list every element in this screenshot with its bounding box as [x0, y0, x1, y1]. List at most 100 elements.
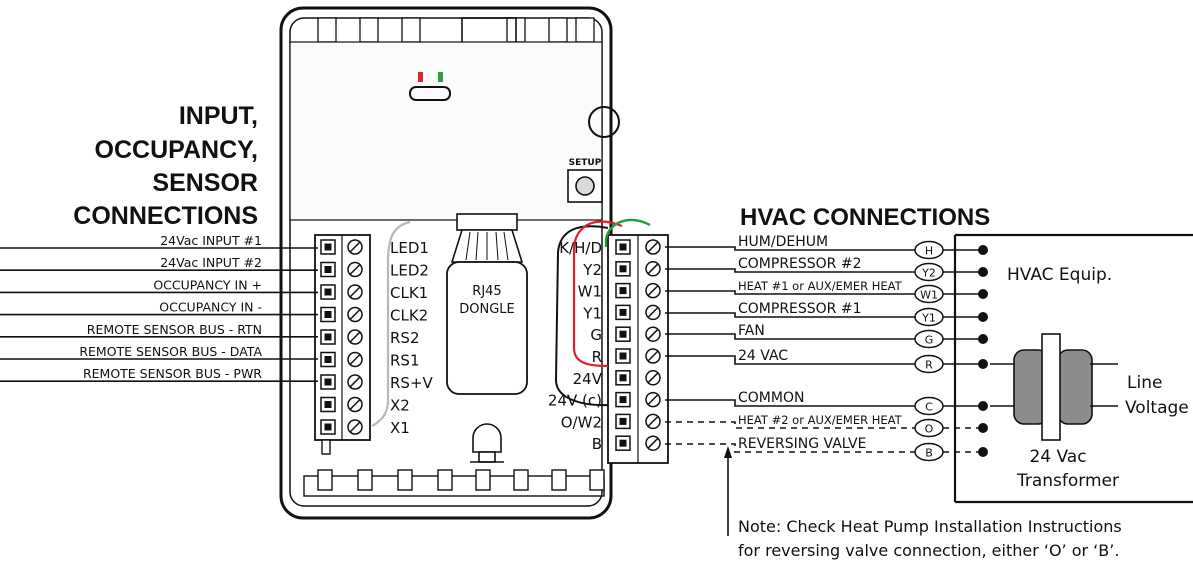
right-wire: [665, 355, 915, 365]
wire-code-label: R: [925, 359, 933, 372]
screw-slot: [349, 241, 361, 253]
left-heading-line: OCCUPANCY,: [95, 136, 258, 164]
left-terminal-strip: [314, 234, 371, 441]
note: Note: Check Heat Pump Installation Instr…: [724, 446, 1122, 560]
screw-slot: [349, 286, 361, 298]
wire-code-badge: [914, 329, 944, 349]
wire-code-badge: [914, 240, 944, 260]
screw-slot: [349, 331, 361, 343]
screw-slot: [349, 421, 361, 433]
left-terminal-label: X1: [390, 419, 410, 437]
wire-code-label: O: [925, 423, 934, 436]
bottom-latch: [470, 423, 504, 463]
note-line: Note: Check Heat Pump Installation Instr…: [738, 517, 1122, 536]
round-button: [588, 106, 620, 138]
left-heading-line: INPUT,: [179, 102, 258, 130]
left-terminal-label: LED2: [390, 262, 429, 280]
setup-button-knob: [575, 176, 595, 196]
right-wire-label: COMPRESSOR #1: [738, 301, 862, 317]
screw-slot: [349, 398, 361, 411]
left-wire-label: OCCUPANCY IN +: [153, 277, 262, 292]
transformer-label-line: 24 Vac: [1029, 447, 1086, 467]
right-terminal-label: 24V (c): [548, 392, 602, 410]
wire-code-label: G: [925, 334, 934, 347]
right-wire-label: HEAT #1 or AUX/EMER HEAT: [738, 279, 903, 293]
dongle-label-line: DONGLE: [459, 302, 515, 317]
terminal-block-core: [619, 417, 627, 425]
terminal-block-core: [324, 333, 332, 341]
terminal-block-core: [324, 423, 332, 431]
right-wire-label: HEAT #2 or AUX/EMER HEAT: [738, 413, 903, 427]
left-terminal-label: RS+V: [390, 374, 434, 392]
thermostat-base: SETUP RJ45 DON: [279, 6, 669, 520]
hvac-equip-label: HVAC Equip.: [1007, 265, 1112, 285]
terminal-block-core: [619, 243, 627, 251]
right-terminal-label: W1: [578, 283, 602, 301]
transformer-label-line: Transformer: [1016, 471, 1119, 491]
right-terminal-label: Y1: [582, 304, 602, 322]
wire-code-badge: [914, 307, 944, 327]
terminal-block-core: [619, 265, 627, 273]
screw-slot: [647, 263, 659, 275]
right-wire: [665, 312, 915, 318]
left-terminal-label: RS1: [390, 352, 420, 370]
screw-slot: [349, 353, 361, 366]
left-wire-label: 24Vac INPUT #2: [160, 255, 262, 270]
housing-inner: [289, 17, 603, 507]
right-wire: [665, 399, 915, 407]
terminal-block-core: [324, 378, 332, 386]
setup-label: SETUP: [569, 158, 602, 168]
equipment-terminal-dot: [978, 245, 988, 255]
left-heading: INPUT, OCCUPANCY, SENSOR CONNECTIONS: [73, 102, 258, 230]
upper-panel: [289, 41, 603, 221]
equipment-terminal-dot: [978, 267, 988, 277]
terminal-block-core: [619, 287, 627, 295]
left-heading-line: CONNECTIONS: [73, 202, 258, 230]
left-terminal-label: X2: [390, 397, 410, 415]
terminal-block-core: [619, 374, 627, 382]
left-wire-label: REMOTE SENSOR BUS - DATA: [79, 344, 262, 359]
terminal-block-core: [324, 288, 332, 296]
wire-code-label: C: [925, 401, 933, 414]
wire-code-badge: [914, 354, 944, 374]
green-wire: [604, 218, 651, 247]
screw-slot: [349, 308, 361, 321]
rj45-dongle: RJ45 DONGLE: [446, 213, 528, 395]
right-wire: [665, 443, 915, 453]
wire-code-badge: [914, 284, 944, 304]
equipment-terminal-dot: [978, 423, 988, 433]
terminal-block-core: [619, 352, 627, 360]
terminal-block-core: [619, 396, 627, 404]
gray-wire: [371, 220, 411, 427]
right-terminal-label: Y2: [582, 261, 602, 279]
left-terminal-label: LED1: [390, 239, 429, 257]
screw-slot: [647, 394, 659, 406]
wire-code-label: H: [925, 245, 933, 258]
line-voltage-label: Line: [1127, 373, 1162, 393]
terminal-block-core: [324, 311, 332, 318]
wire-code-badge: [914, 396, 944, 416]
screw-slot: [647, 372, 659, 384]
screw-slot: [647, 328, 659, 340]
left-terminal-label: CLK2: [390, 307, 428, 325]
equipment-terminal-dot: [978, 447, 988, 457]
black-wire: [554, 225, 609, 407]
right-terminal-label: B: [592, 435, 602, 453]
screw-slot: [647, 285, 659, 297]
right-terminal-label: K/H/D: [559, 239, 602, 257]
right-wire: [665, 333, 915, 340]
left-terminal-label: RS2: [390, 329, 420, 347]
right-wire-label: REVERSING VALVE: [738, 436, 866, 452]
screw-slot: [349, 376, 361, 388]
wire-code-label: B: [925, 447, 933, 460]
terminal-block-core: [619, 330, 627, 338]
right-wire: [665, 246, 915, 251]
wire-code-badge: [914, 442, 944, 462]
note-line: for reversing valve connection, either ‘…: [738, 541, 1119, 560]
terminal-block-core: [324, 356, 332, 363]
terminal-block-core: [324, 401, 332, 408]
equipment-terminal-dot: [978, 359, 988, 369]
